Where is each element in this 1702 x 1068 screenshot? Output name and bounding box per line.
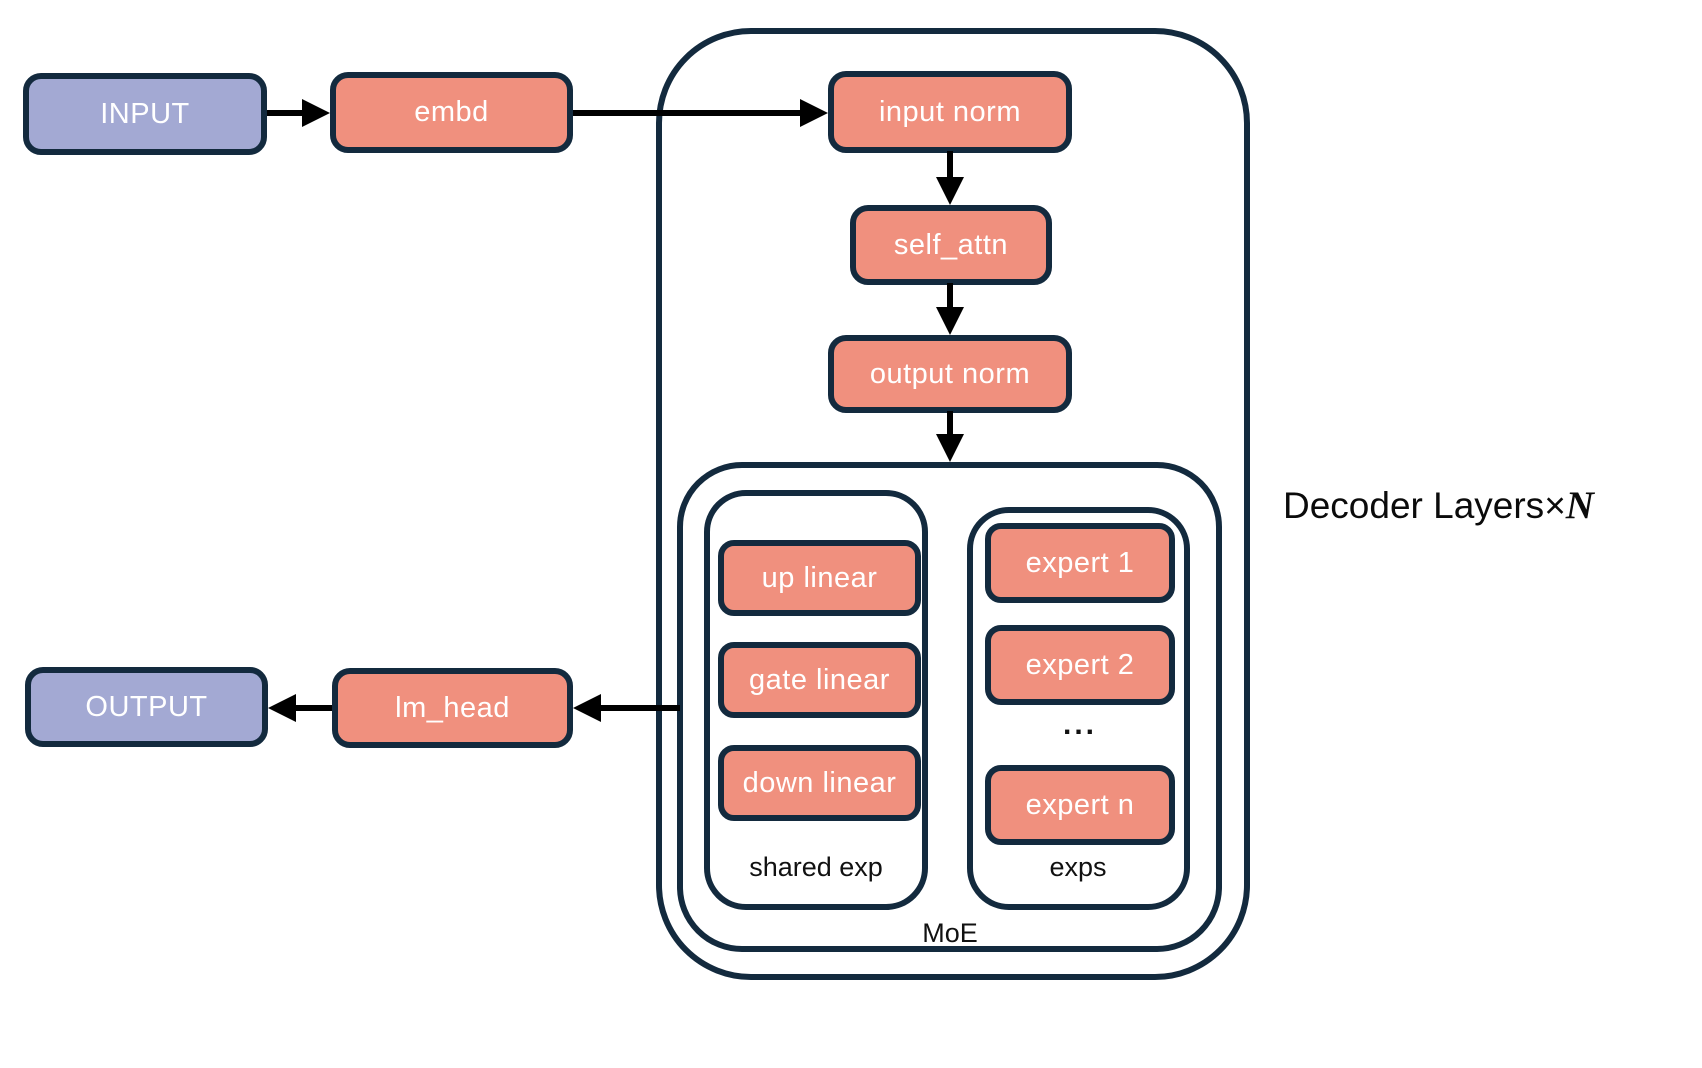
- up-linear-node-label: up linear: [761, 561, 878, 594]
- output-norm-node: output norm: [828, 335, 1072, 413]
- gate-linear-node: gate linear: [718, 642, 921, 718]
- up-linear-node: up linear: [718, 540, 921, 616]
- exps-container: [967, 507, 1190, 910]
- shared-exp-label: shared exp: [749, 852, 883, 882]
- down-linear-node: down linear: [718, 745, 921, 821]
- lm-head-node-label: lm_head: [395, 691, 510, 724]
- arrow-input-to-embd: [267, 99, 330, 127]
- embd-node-label: embd: [414, 96, 489, 128]
- input-node: INPUT: [23, 73, 267, 155]
- decoder-layers-container: [656, 28, 1250, 980]
- embd-node: embd: [330, 72, 573, 153]
- lm-head-node: lm_head: [332, 668, 573, 748]
- input-norm-node-label: input norm: [878, 95, 1021, 128]
- input-node-label: INPUT: [100, 97, 190, 130]
- shared-exp-container: [704, 490, 928, 910]
- down-linear-node-label: down linear: [742, 766, 897, 799]
- self-attn-node: self_attn: [850, 205, 1052, 285]
- self-attn-node-label: self_attn: [893, 228, 1009, 261]
- gate-linear-node-label: gate linear: [749, 663, 890, 696]
- output-norm-node-label: output norm: [869, 357, 1031, 390]
- arrow-lm-head-to-output: [268, 694, 332, 722]
- decoder-layers-title-text: Decoder Layers: [1283, 485, 1545, 526]
- times-sign: ×: [1544, 485, 1566, 526]
- expert-2-node: expert 2: [985, 625, 1175, 705]
- experts-ellipsis: ...: [1062, 708, 1098, 741]
- expert-1-node: expert 1: [985, 523, 1175, 603]
- input-norm-node: input norm: [828, 71, 1072, 153]
- exps-label: exps: [1049, 852, 1107, 882]
- repeat-count-variable: N: [1565, 484, 1594, 527]
- expert-n-node: expert n: [985, 765, 1175, 845]
- output-node-label: OUTPUT: [85, 690, 208, 723]
- expert-2-node-label: expert 2: [1025, 648, 1135, 681]
- expert-n-node-label: expert n: [1025, 788, 1135, 821]
- expert-1-node-label: expert 1: [1025, 546, 1135, 579]
- moe-container: [677, 462, 1222, 952]
- output-node: OUTPUT: [25, 667, 268, 747]
- moe-label: MoE: [922, 918, 978, 948]
- decoder-layers-title: Decoder Layers×N: [1283, 483, 1594, 528]
